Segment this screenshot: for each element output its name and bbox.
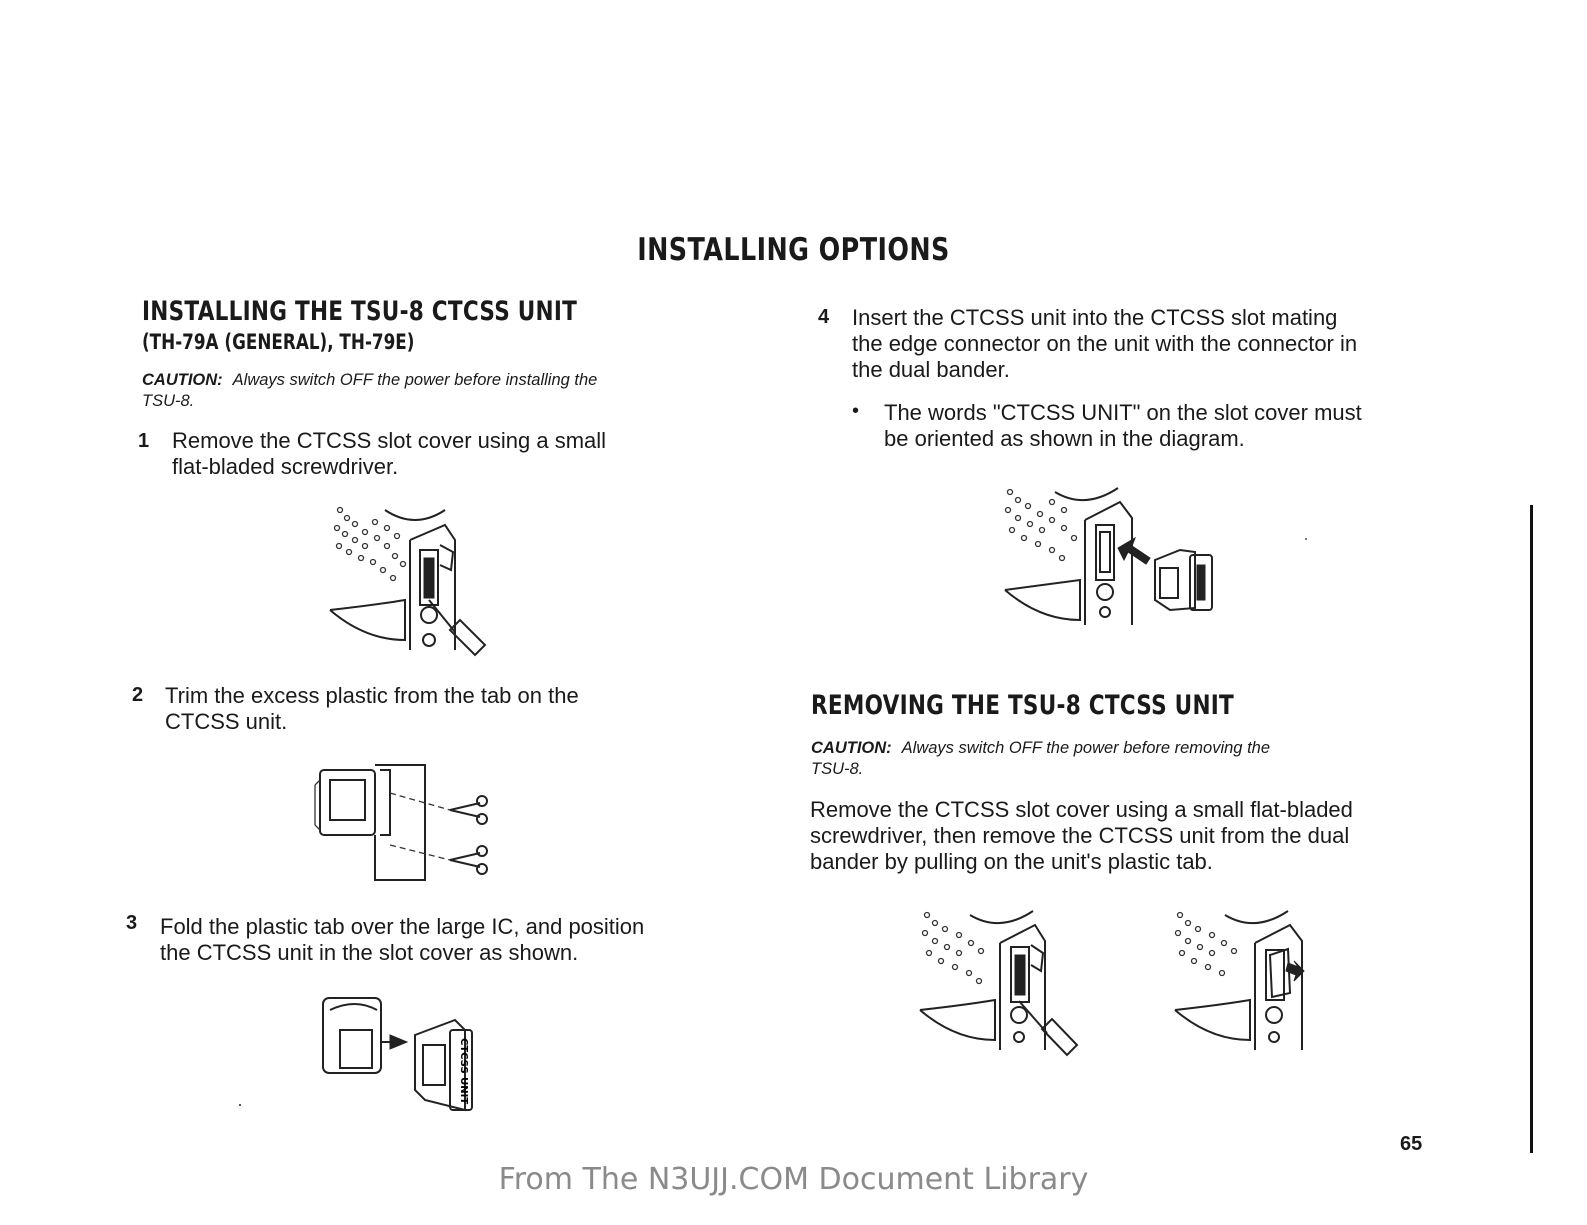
- scissors-icon: [449, 845, 488, 875]
- remove-instructions: Remove the CTCSS slot cover using a smal…: [810, 797, 1353, 875]
- speaker-grille: [333, 506, 407, 582]
- speaker-grille: [1174, 911, 1238, 977]
- install-caution: CAUTION: Always switch OFF the power befo…: [142, 370, 742, 412]
- remove-text-line: Remove the CTCSS slot cover using a smal…: [810, 797, 1353, 822]
- bullet-text-line: The words "CTCSS UNIT" on the slot cover…: [884, 400, 1362, 425]
- speck: [1305, 538, 1307, 540]
- figure-pull-unit: [1174, 910, 1305, 1050]
- figure-remove-slot-cover: [329, 506, 487, 657]
- step-text-line: Insert the CTCSS unit into the CTCSS slo…: [852, 305, 1338, 330]
- figure-remove-cover: [919, 910, 1079, 1057]
- page-title: INSTALLING OPTIONS: [637, 232, 950, 268]
- bullet-text: The words "CTCSS UNIT" on the slot cover…: [884, 400, 1362, 452]
- caution-text: Always switch OFF the power before remov…: [901, 739, 1271, 757]
- remove-heading: REMOVING THE TSU-8 CTCSS UNIT: [811, 690, 1235, 721]
- install-heading: INSTALLING THE TSU-8 CTCSS UNIT: [142, 296, 578, 327]
- caution-text-2: TSU-8.: [811, 760, 864, 778]
- slot-cover-label: CTCSS UNIT: [458, 1038, 469, 1104]
- step-number: 1: [138, 430, 150, 452]
- step-number: 3: [126, 912, 138, 934]
- remove-text-line: bander by pulling on the unit's plastic …: [810, 849, 1213, 874]
- step-text-line: flat-bladed screwdriver.: [172, 454, 399, 479]
- speaker-grille: [1004, 488, 1078, 562]
- step-text-line: the edge connector on the unit with the …: [852, 331, 1358, 356]
- speaker-grille: [921, 911, 985, 985]
- step-text-line: the CTCSS unit in the slot cover as show…: [160, 940, 579, 965]
- right-edge-rule: [1530, 505, 1533, 1153]
- step-number: 2: [132, 684, 144, 706]
- step-text-line: Fold the plastic tab over the large IC, …: [160, 914, 645, 939]
- remove-caution: CAUTION: Always switch OFF the power befo…: [811, 738, 1431, 780]
- step-2-text: Trim the excess plastic from the tab on …: [165, 683, 579, 735]
- figure-position-unit: CTCSS UNIT: [322, 997, 473, 1112]
- footer-watermark: From The N3UJJ.COM Document Library: [498, 1162, 1089, 1197]
- step-text-line: CTCSS unit.: [165, 709, 288, 734]
- caution-label: CAUTION:: [142, 371, 223, 389]
- bullet-text-line: be oriented as shown in the diagram.: [884, 426, 1245, 451]
- step-text-line: Trim the excess plastic from the tab on …: [165, 683, 579, 708]
- caution-label: CAUTION:: [811, 739, 892, 757]
- remove-text-line: screwdriver, then remove the CTCSS unit …: [810, 823, 1350, 848]
- figure-insert-unit: [1004, 487, 1213, 625]
- figure-trim-tab: [314, 764, 488, 881]
- scissors-icon: [449, 795, 488, 825]
- install-subheading: (TH-79A (GENERAL), TH-79E): [142, 330, 415, 354]
- step-number: 4: [818, 306, 830, 328]
- speck: [239, 1104, 241, 1106]
- step-text-line: the dual bander.: [852, 357, 1010, 382]
- caution-text: Always switch OFF the power before insta…: [232, 371, 598, 389]
- caution-text-2: TSU-8.: [142, 392, 195, 410]
- step-3-text: Fold the plastic tab over the large IC, …: [160, 914, 644, 966]
- step-4-text: Insert the CTCSS unit into the CTCSS slo…: [852, 305, 1357, 383]
- page-number: 65: [1400, 1133, 1423, 1155]
- step-1-text: Remove the CTCSS slot cover using a smal…: [172, 428, 606, 480]
- bullet-icon: •: [852, 400, 860, 422]
- step-text-line: Remove the CTCSS slot cover using a smal…: [172, 428, 607, 453]
